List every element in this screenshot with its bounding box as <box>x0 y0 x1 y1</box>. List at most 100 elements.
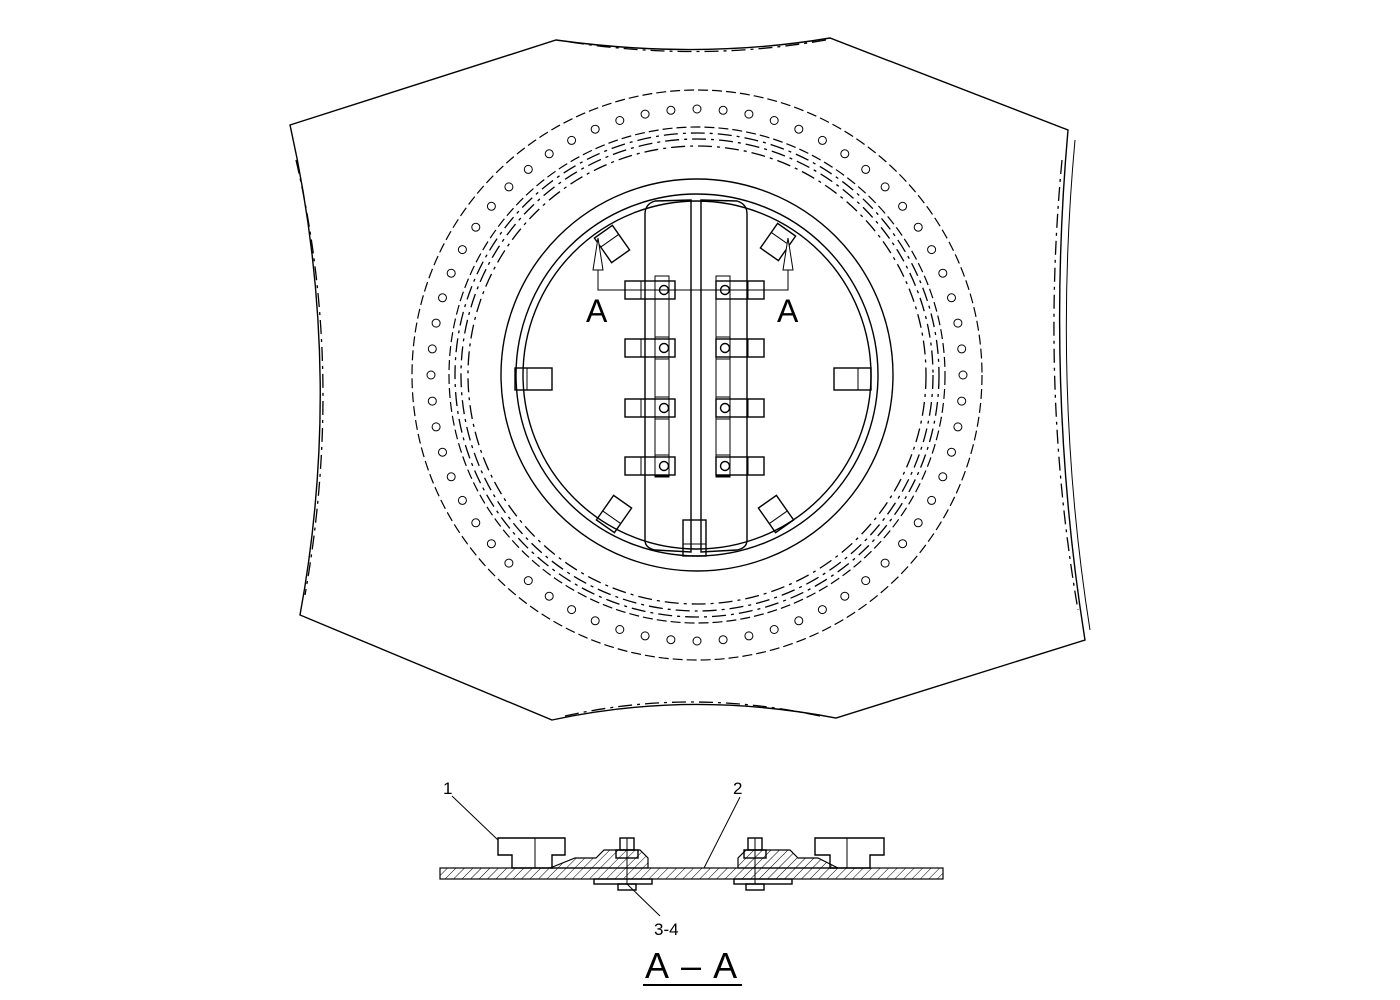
plate-outline <box>289 37 1086 721</box>
perimeter-blocks <box>514 222 872 557</box>
flange-ring-a <box>454 132 940 618</box>
bolt-hole <box>615 625 625 634</box>
callout-1: 1 <box>443 779 452 798</box>
bolt-hole <box>957 396 967 406</box>
clamp-left <box>624 275 676 477</box>
bolt-hole <box>718 635 728 645</box>
flange-inner-dashed <box>448 126 946 624</box>
bolt-hole <box>457 245 467 255</box>
block-bottom <box>682 519 707 557</box>
section-title: A – A <box>645 945 739 986</box>
bolt-hole <box>590 124 600 134</box>
bolt-hole <box>446 472 456 482</box>
bolt-hole <box>938 268 948 278</box>
block-bottom-left <box>595 494 633 534</box>
bolt-hole <box>567 135 577 145</box>
bolt-hole <box>744 109 754 119</box>
bolt-head <box>719 402 731 414</box>
cover-ring-outer <box>500 178 894 572</box>
section-line <box>592 237 794 291</box>
block-left <box>514 367 553 391</box>
bolt-hole <box>567 605 577 615</box>
bolt-hole <box>938 472 948 482</box>
clamp-right <box>715 275 765 477</box>
bolt-hole <box>718 105 728 115</box>
bolt-hole <box>769 625 779 634</box>
section-bolt-right <box>743 837 767 891</box>
clamp-group <box>624 275 765 478</box>
leader-2 <box>703 796 741 869</box>
bolt-hole <box>427 396 437 406</box>
bolt-hole <box>953 422 963 432</box>
section-view: 1 2 3-4 A – A <box>439 779 944 986</box>
section-base-plate <box>439 867 944 880</box>
bolt-hole <box>927 495 937 505</box>
plan-view: A A <box>289 37 1091 721</box>
clamp-right <box>715 396 765 420</box>
bolt-hole <box>692 104 702 114</box>
section-block-right <box>814 837 885 869</box>
bolt-hole <box>957 344 967 354</box>
door-plate-left <box>644 199 692 553</box>
plate-edge-dashed-top <box>569 39 827 53</box>
section-mark-right: A <box>777 293 799 329</box>
bolt-head <box>658 460 670 472</box>
bolt-hole <box>486 201 496 211</box>
bolt-hole <box>427 344 437 354</box>
bolt-head <box>658 402 670 414</box>
bolt-hole <box>486 539 496 549</box>
bolt-hole <box>640 631 650 641</box>
block-right <box>833 367 872 391</box>
clamp-left <box>624 454 676 478</box>
bolt-hole <box>692 636 702 646</box>
bolt-hole <box>666 635 676 645</box>
bolt-hole <box>817 605 827 615</box>
bolt-head <box>719 460 731 472</box>
section-door-right <box>737 849 839 869</box>
bolt-hole <box>544 591 554 601</box>
bolt-head <box>658 342 670 354</box>
bolt-hole <box>504 558 514 568</box>
plate-edge-right-double <box>1065 139 1091 631</box>
section-block-left <box>497 837 566 869</box>
flange-ring-b <box>460 138 934 612</box>
bolt-hole <box>898 201 908 211</box>
section-clamp-right <box>733 878 793 885</box>
bolt-hole <box>544 149 554 159</box>
bolt-hole <box>504 182 514 192</box>
bolt-hole <box>446 268 456 278</box>
bolt-hole <box>947 293 956 303</box>
clamp-left <box>624 396 676 420</box>
bolt-hole <box>861 576 871 586</box>
bolt-hole <box>840 149 850 159</box>
bolt-hole <box>640 109 650 119</box>
bolt-hole <box>880 558 890 568</box>
clamp-right <box>715 336 765 360</box>
door-plate-right <box>700 199 748 553</box>
section-clamp-left <box>593 878 653 885</box>
bolt-hole <box>927 245 937 255</box>
flange-ring-c <box>467 145 927 605</box>
bolt-hole <box>817 135 827 145</box>
bolt-hole <box>438 293 447 303</box>
bolt-hole <box>794 616 804 626</box>
bolt-hole <box>880 182 890 192</box>
bolt-hole-ring <box>426 104 968 646</box>
bolt-hole <box>913 222 923 232</box>
plate-edge-dashed-left <box>295 159 324 596</box>
leader-3 <box>626 883 661 917</box>
block-top-left <box>593 224 631 264</box>
bolt-hole <box>947 447 956 457</box>
bolt-head <box>719 342 731 354</box>
bolt-hole <box>861 164 871 174</box>
plate-edge-dashed-bottom <box>564 701 821 717</box>
bolt-hole <box>431 318 441 328</box>
bolt-hole <box>958 370 968 380</box>
bolt-hole <box>471 222 481 232</box>
bolt-hole <box>438 447 447 457</box>
bolt-hole <box>615 116 625 125</box>
bolt-hole <box>523 164 533 174</box>
bolt-hole <box>794 124 804 134</box>
bolt-hole <box>898 539 908 549</box>
